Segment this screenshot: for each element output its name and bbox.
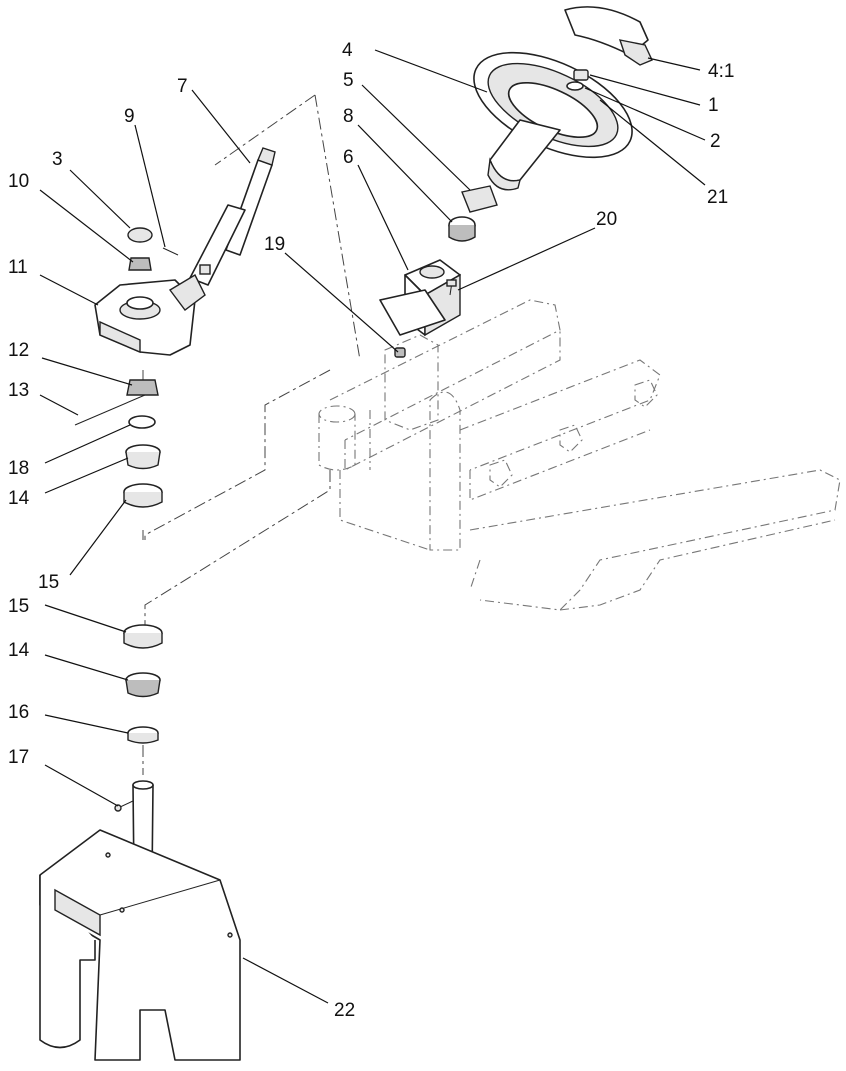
leader-9 [134,124,166,248]
callout-17: 17 [8,747,29,768]
washer-2 [566,81,584,91]
callout-16: 16 [8,702,29,723]
race-15-lower [123,624,163,649]
bolt-gearbox [199,264,211,275]
callout-4: 4 [342,40,353,61]
leader-4-1 [647,57,701,71]
callout-10: 10 [8,171,29,192]
callout-14a: 14 [8,488,30,509]
gearbox-11 [94,274,206,356]
leader-14b [44,654,129,681]
bearing-14-upper [125,444,161,470]
nut-1 [573,69,589,81]
cotter-pin-13 [74,394,146,426]
bolt-20 [446,279,457,296]
leader-11 [39,274,99,306]
leader-12 [41,357,133,386]
callout-22: 22 [334,1000,355,1021]
callout-15a: 15 [38,572,59,593]
assembly-centerlines [142,94,361,775]
grease-fitting-17 [114,799,136,812]
leader-13 [39,394,79,416]
callout-labels: 4 4:1 1 2 21 5 8 6 20 7 9 3 10 11 19 12 … [8,40,734,1021]
callout-18: 18 [8,458,29,479]
wheel-cap [564,6,653,66]
callout-6: 6 [343,147,354,168]
castle-nut-12 [126,379,159,396]
leader-17 [44,764,119,807]
leader-19 [284,252,399,353]
bearing-14-lower [125,672,161,698]
leader-14a [44,457,129,494]
callout-13: 13 [8,380,29,401]
leader-22 [242,957,329,1004]
cap-3 [127,227,153,243]
callout-9: 9 [124,106,135,127]
callout-14b: 14 [8,640,30,661]
leader-7 [191,89,251,164]
callout-1: 1 [708,95,719,116]
leader-21 [599,99,706,186]
column-mount-6 [379,259,461,337]
race-15-upper [123,483,163,508]
leader-18 [44,424,131,464]
leader-16 [44,714,129,734]
callout-11: 11 [8,257,28,278]
leader-4 [374,49,488,93]
leader-6 [357,164,409,271]
callout-3: 3 [52,149,63,170]
callout-4-1: 4:1 [708,61,734,82]
nut-19 [394,347,406,358]
leader-20 [457,227,596,291]
callout-5: 5 [343,70,354,91]
callout-20: 20 [596,209,617,230]
callout-12: 12 [8,340,29,361]
leader-5 [361,84,471,191]
leader-2 [584,87,706,141]
callout-8: 8 [343,106,354,127]
leader-15b [44,604,127,633]
steering-wheel [473,51,633,191]
leader-lines [39,49,706,1004]
callout-2: 2 [710,131,721,152]
caster-fork-22 [39,780,241,1061]
callout-19: 19 [264,234,285,255]
callout-21: 21 [707,187,728,208]
nut-10 [128,257,152,271]
leader-1 [589,74,701,106]
washer-18 [128,415,156,429]
callout-15b: 15 [8,596,29,617]
callout-7: 7 [177,76,188,97]
leader-10 [39,189,134,263]
bushing-8 [448,216,476,242]
chassis-frame [318,299,841,611]
leader-15a [69,499,127,576]
leader-8 [357,124,453,223]
screw-9 [162,247,179,256]
seal-16 [127,726,159,744]
leader-3 [69,169,131,229]
spacer-5 [461,185,498,213]
